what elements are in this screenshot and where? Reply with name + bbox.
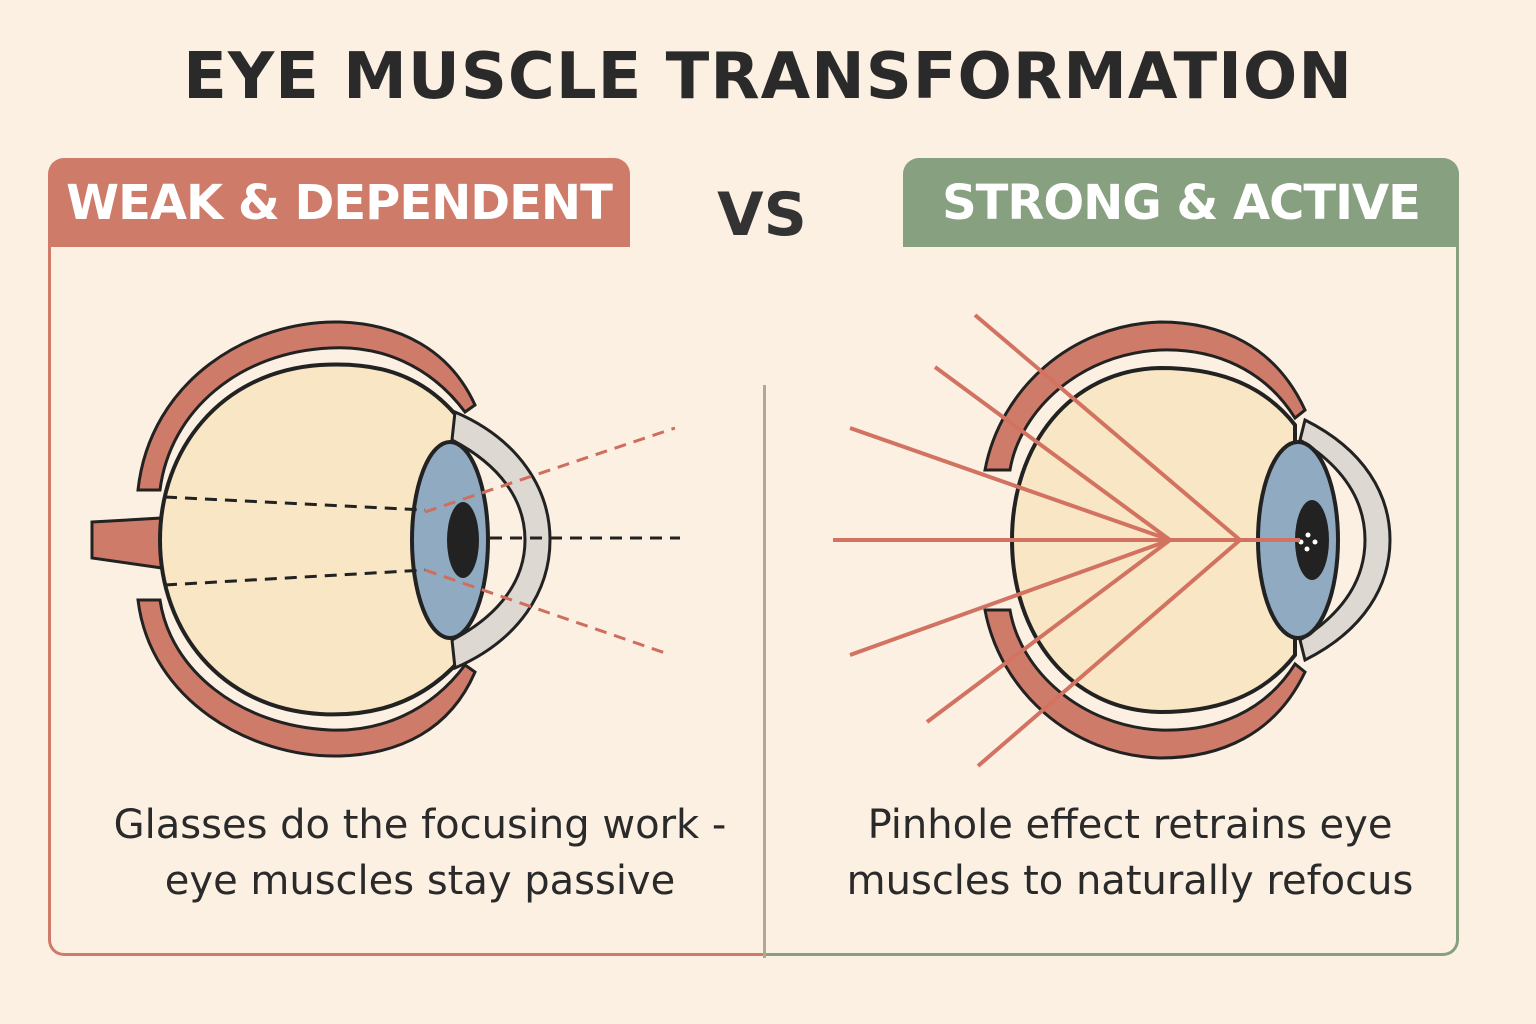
eye-muscle-bottom (983, 608, 1307, 760)
page-title: EYE MUSCLE TRANSFORMATION (183, 40, 1353, 114)
vs-label: VS (717, 180, 807, 250)
light-rays-dashed (164, 495, 680, 587)
weak-caption-line1: Glasses do the focusing work - (113, 802, 727, 848)
eye-muscle-top (136, 320, 477, 492)
pupil (447, 502, 479, 578)
diverging-light-rays (424, 426, 676, 656)
pinhole-dots-icon (1298, 532, 1318, 552)
weak-caption-line2: eye muscles stay passive (164, 858, 676, 904)
panel-divider (763, 385, 766, 958)
weak-panel (48, 247, 765, 956)
weak-eye-diagram (90, 320, 680, 758)
strong-caption-line1: Pinhole effect retrains eye (867, 802, 1393, 848)
eye-muscle-top (983, 320, 1307, 472)
converging-light-rays (833, 313, 1300, 768)
pupil (1295, 500, 1329, 580)
cornea (1298, 417, 1392, 663)
strong-eye-diagram (833, 313, 1392, 768)
eye-muscle-bottom (136, 598, 477, 758)
strong-active-header: STRONG & ACTIVE (903, 158, 1459, 247)
weak-caption: Glasses do the focusing work - eye muscl… (60, 797, 780, 909)
sclera (157, 362, 462, 717)
optic-nerve (90, 516, 164, 570)
weak-dependent-header: WEAK & DEPENDENT (48, 158, 630, 247)
strong-caption-line2: muscles to naturally refocus (846, 858, 1414, 904)
strong-caption: Pinhole effect retrains eye muscles to n… (820, 797, 1440, 909)
strong-panel (765, 247, 1459, 956)
